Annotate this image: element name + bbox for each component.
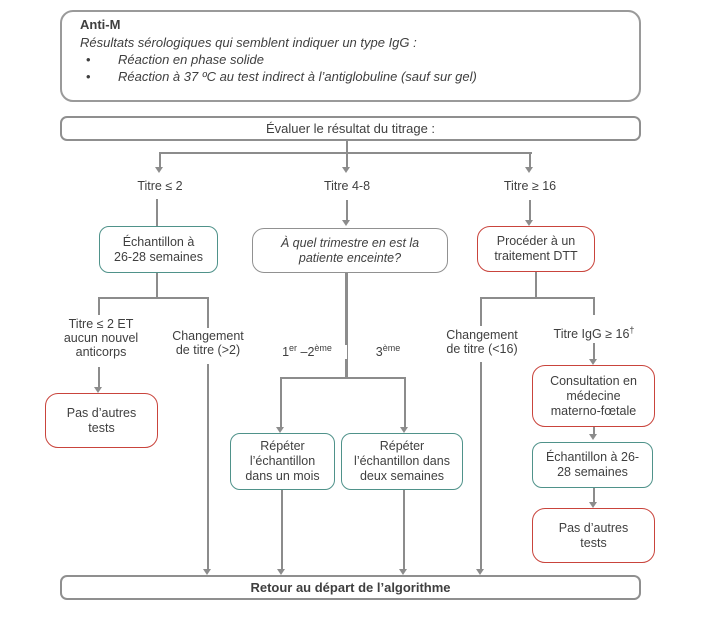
connector-branch-low bbox=[159, 152, 161, 167]
connector-left-split-a bbox=[98, 297, 100, 315]
node-mfm-consultation: Consultation en médecine materno-fœtale bbox=[532, 365, 655, 427]
info-bullet-2: • Réaction à 37 ºC au test indirect à l’… bbox=[80, 69, 625, 84]
return-to-start-label: Retour au départ de l’algorithme bbox=[250, 580, 451, 595]
connector-dtt-split bbox=[480, 297, 595, 299]
arrowhead-igg16 bbox=[589, 359, 597, 365]
connector-weeks-to-return bbox=[403, 490, 405, 569]
connector-left-split-b-top bbox=[207, 297, 209, 328]
label-titer-le2-no-new-antibody: Titre ≤ 2 ET aucun nouvel anticorps bbox=[55, 317, 147, 359]
connector-sample-to-notests bbox=[593, 488, 595, 502]
info-subtitle: Résultats sérologiques qui semblent indi… bbox=[80, 35, 417, 50]
label-titer-le-2: Titre ≤ 2 bbox=[110, 179, 210, 193]
connector-trimester-split bbox=[280, 377, 406, 379]
info-box bbox=[60, 10, 641, 102]
arrowhead-weeks-to-return bbox=[399, 569, 407, 575]
arrowhead-high-to-box bbox=[525, 220, 533, 226]
connector-tri12-arrow bbox=[280, 377, 282, 427]
info-box-content: Anti-M Résultats sérologiques qui semble… bbox=[80, 17, 625, 84]
arrowhead-lt16-to-return bbox=[476, 569, 484, 575]
bullet-icon: • bbox=[86, 69, 91, 84]
info-title: Anti-M bbox=[80, 17, 121, 32]
arrowhead-branch-mid bbox=[342, 167, 350, 173]
info-bullet-2-text: Réaction à 37 ºC au test indirect à l’an… bbox=[118, 69, 477, 84]
connector-high-to-box bbox=[529, 200, 531, 220]
evaluate-titer-box: Évaluer le résultat du titrage : bbox=[60, 116, 641, 141]
arrowhead-mid-to-box bbox=[342, 220, 350, 226]
connector-left-split-b-bottom bbox=[207, 364, 209, 569]
label-titer-ge-16: Titre ≥ 16 bbox=[480, 179, 580, 193]
node-repeat-sample-two-weeks: Répéter l’échantillon dans deux semaines bbox=[341, 433, 463, 490]
arrowhead-tri12 bbox=[276, 427, 284, 433]
connector-igg16-arrow bbox=[593, 343, 595, 359]
connector-month-to-return bbox=[281, 490, 283, 569]
connector-dtt-down bbox=[535, 272, 537, 298]
arrowhead-branch-low bbox=[155, 167, 163, 173]
node-sample-26-28-weeks: Échantillon à 26-28 semaines bbox=[99, 226, 218, 273]
arrowhead-gt2-to-return bbox=[203, 569, 211, 575]
label-titer-igg-ge-16: Titre IgG ≥ 16† bbox=[535, 325, 653, 341]
bullet-icon: • bbox=[86, 52, 91, 67]
node-repeat-sample-one-month: Répéter l’échantillon dans un mois bbox=[230, 433, 335, 490]
info-bullet-1-text: Réaction en phase solide bbox=[118, 52, 264, 67]
arrowhead-tri3 bbox=[400, 427, 408, 433]
return-to-start-box: Retour au départ de l’algorithme bbox=[60, 575, 641, 600]
connector-mid-to-box bbox=[346, 200, 348, 220]
connector-branch-mid bbox=[346, 152, 348, 167]
connector-left-box-down bbox=[156, 273, 158, 298]
label-titer-4-8: Titre 4-8 bbox=[297, 179, 397, 193]
label-titer-change-lt16: Changement de titre (<16) bbox=[437, 328, 527, 356]
arrowhead-sample-to-notests bbox=[589, 502, 597, 508]
node-sample-26-28-weeks-right: Échantillon à 26- 28 semaines bbox=[532, 442, 653, 488]
arrowhead-no-new-ab bbox=[94, 387, 102, 393]
connector-no-new-ab-arrow bbox=[98, 367, 100, 387]
evaluate-titer-label: Évaluer le résultat du titrage : bbox=[265, 121, 436, 136]
node-dtt-treatment: Procéder à un traitement DTT bbox=[477, 226, 595, 272]
arrowhead-branch-high bbox=[525, 167, 533, 173]
label-titer-change-gt2: Changement de titre (>2) bbox=[164, 329, 252, 357]
info-bullet-1: • Réaction en phase solide bbox=[80, 52, 625, 67]
arrowhead-consult-to-sample bbox=[589, 434, 597, 440]
connector-lt16-bottom bbox=[480, 362, 482, 569]
connector-tri3-arrow bbox=[404, 377, 406, 427]
connector-trimester-down bbox=[345, 273, 348, 378]
connector-branch-high bbox=[529, 152, 531, 167]
connector-eval-split bbox=[159, 152, 532, 154]
connector-igg16-top bbox=[593, 297, 595, 315]
label-trimester-3: 3ème bbox=[355, 343, 421, 359]
connector-eval-down bbox=[346, 141, 348, 153]
node-no-further-tests-right: Pas d’autres tests bbox=[532, 508, 655, 563]
connector-left-split bbox=[98, 297, 209, 299]
node-trimester-question: À quel trimestre en est la patiente ence… bbox=[252, 228, 448, 273]
connector-lt16-top bbox=[480, 297, 482, 326]
arrowhead-month-to-return bbox=[277, 569, 285, 575]
label-trimester-1-2: 1er –2ème bbox=[267, 343, 347, 359]
node-no-further-tests-left: Pas d’autres tests bbox=[45, 393, 158, 448]
connector-low-to-box bbox=[156, 199, 158, 226]
connector-consult-to-sample bbox=[593, 427, 595, 434]
